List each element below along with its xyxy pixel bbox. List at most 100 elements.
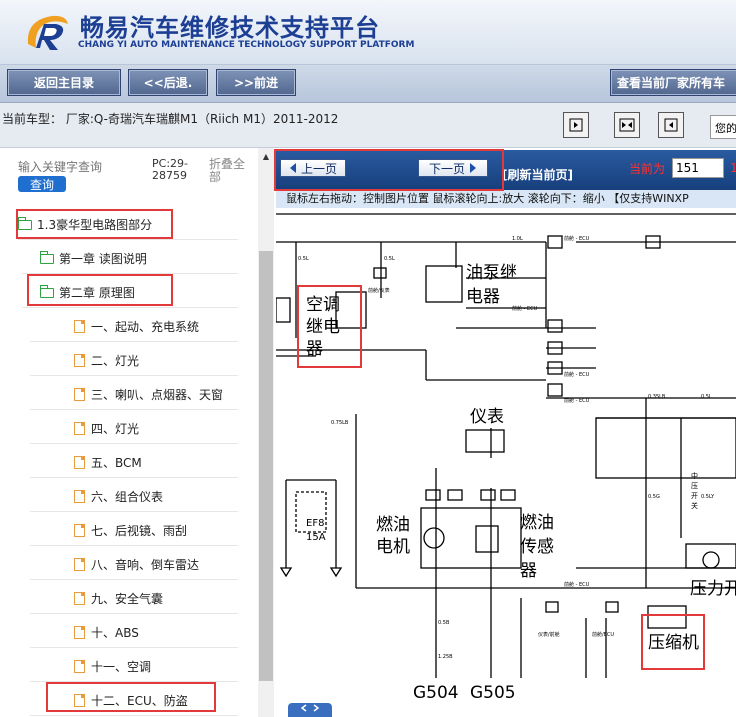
tree-item-doc[interactable]: 一、起动、充电系统 — [30, 312, 238, 342]
document-icon — [74, 388, 85, 401]
document-icon — [74, 558, 85, 571]
info-bar: 当前车型： 厂家:Q-奇瑞汽车瑞麒M1（Riich M1）2011-2012 您… — [0, 103, 736, 148]
chevron-right-icon — [470, 163, 476, 173]
tree-item-doc[interactable]: 十、ABS — [30, 618, 238, 648]
component-label: 传感 — [520, 537, 554, 557]
document-icon — [74, 694, 85, 707]
tree-item-label: 八、音响、倒车雷达 — [91, 558, 200, 572]
next-page-button[interactable]: 下一页 — [418, 159, 488, 177]
tree-item-doc[interactable]: 七、后视镜、雨刮 — [30, 516, 238, 546]
component-label: 电机 — [376, 537, 410, 557]
wiring-diagram-viewer[interactable]: 0.5L 1.0L 0.5L 0.35LB 0.5L 0.5G 0.5LY 0.… — [276, 208, 736, 717]
document-icon — [74, 320, 85, 333]
arrow-left-icon — [664, 118, 678, 132]
current-page-label: 当前为 — [629, 162, 666, 176]
brand-logo-icon — [27, 15, 68, 50]
connector-label: 前舱 - ECU — [564, 371, 590, 378]
component-label: 空调 — [306, 295, 340, 315]
component-label: 电器 — [466, 287, 500, 307]
component-label: 燃油 — [520, 513, 554, 533]
pressure-switch-label: 关 — [691, 501, 698, 510]
tree-item-label: 十二、ECU、防盗 — [91, 694, 188, 708]
document-icon — [74, 660, 85, 673]
tree-item-doc[interactable]: 八、音响、倒车雷达 — [30, 550, 238, 580]
connector-label: 仪表/前舱 — [538, 631, 560, 638]
fuse-label: 15A — [306, 532, 326, 543]
connector-label: 前舱 - ECU — [564, 581, 590, 588]
component-label: 压缩机 — [648, 633, 699, 653]
forward-button[interactable]: >>前进 — [216, 69, 296, 96]
tree-item-label: 三、喇叭、点烟器、天窗 — [91, 388, 224, 402]
viewer-header: 上一页 下一页 — [276, 150, 736, 190]
page-total-text: 1 — [730, 161, 736, 175]
fuse-label: EF8 — [306, 518, 324, 529]
component-label: 油泵继 — [466, 263, 517, 283]
nav-fit-button[interactable] — [614, 112, 640, 138]
pressure-switch-label: 压 — [691, 482, 698, 490]
wire-label: 0.35LB — [648, 394, 666, 400]
wire-label: 0.5L — [701, 394, 712, 400]
home-button[interactable]: 返回主目录 — [7, 69, 121, 96]
tree-item-label: 二、灯光 — [91, 354, 140, 368]
document-icon — [74, 422, 85, 435]
page-number-input[interactable] — [672, 158, 724, 178]
connector-label: 前舱/ECU — [592, 631, 614, 638]
tree-item-doc[interactable]: 四、灯光 — [30, 414, 238, 444]
folder-icon — [40, 250, 54, 264]
document-icon — [74, 524, 85, 537]
tree-item-doc[interactable]: 二、灯光 — [30, 346, 238, 376]
wire-label: 0.5L — [298, 256, 309, 262]
component-label: 燃油 — [376, 515, 410, 535]
document-icon — [74, 626, 85, 639]
view-all-models-button[interactable]: 查看当前厂家所有车 — [610, 69, 736, 96]
search-button[interactable]: 查询 — [18, 176, 66, 192]
tree-item-doc[interactable]: 十二、ECU、防盗 — [30, 686, 238, 716]
usage-hint: 鼠标左右拖动：控制图片位置 鼠标滚轮向上:放大 滚轮向下：缩小 【仅支持WINX… — [276, 190, 736, 208]
prev-page-button[interactable]: 上一页 — [280, 159, 346, 177]
back-button[interactable]: <<后退. — [128, 69, 208, 96]
tree-item-doc[interactable]: 五、BCM — [30, 448, 238, 478]
component-label: 器 — [306, 339, 323, 359]
left-panel: 查询 PC:29-28759 折叠全部 1.3豪华型电路图部分 第一章 读图说明… — [0, 148, 258, 717]
tree-item-label: 九、安全气囊 — [91, 592, 164, 606]
app-header — [0, 0, 736, 65]
expand-icon — [300, 704, 320, 712]
tree-item-label: 四、灯光 — [91, 422, 140, 436]
tree-item-doc[interactable]: 九、安全气囊 — [30, 584, 238, 614]
current-model-text: 当前车型： 厂家:Q-奇瑞汽车瑞麒M1（Riich M1）2011-2012 — [2, 112, 339, 126]
tree-item-doc[interactable]: 六、组合仪表 — [30, 482, 238, 512]
tree-item-label: 七、后视镜、雨刮 — [91, 524, 188, 538]
scrollbar-thumb[interactable] — [259, 251, 273, 681]
refresh-page-link[interactable]: [刷新当前页] — [502, 168, 573, 182]
ground-label: G504 — [413, 683, 459, 703]
fit-width-icon — [619, 118, 635, 132]
search-input[interactable] — [18, 160, 136, 174]
zoom-toggle-button[interactable] — [288, 703, 332, 717]
wiring-diagram: 0.5L 1.0L 0.5L 0.35LB 0.5L 0.5G 0.5LY 0.… — [276, 213, 736, 703]
nav-last-button[interactable] — [658, 112, 684, 138]
tree-item-label: 1.3豪华型电路图部分 — [37, 218, 153, 232]
pc-count-text: PC:29-28759 — [152, 157, 188, 182]
collapse-all-link[interactable]: 折叠全部 — [209, 157, 246, 184]
wire-label: 0.5L — [384, 256, 395, 262]
wire-label: 0.5LY — [701, 494, 715, 500]
nav-first-button[interactable] — [563, 112, 589, 138]
scroll-up-icon[interactable]: ▲ — [262, 151, 270, 161]
prev-page-label: 上一页 — [300, 161, 337, 176]
tree-item-doc[interactable]: 三、喇叭、点烟器、天窗 — [30, 380, 238, 410]
next-page-label: 下一页 — [428, 161, 465, 176]
document-icon — [74, 592, 85, 605]
tree-item-doc[interactable]: 十一、空调 — [30, 652, 238, 682]
tree-item-label: 五、BCM — [91, 456, 142, 470]
tree-item-chapter-2[interactable]: 第二章 原理图 — [22, 278, 238, 308]
component-label: 仪表 — [470, 407, 504, 427]
document-icon — [74, 456, 85, 469]
ground-label: G505 — [470, 683, 516, 703]
wire-label: 0.5G — [648, 494, 660, 500]
tree-item-section[interactable]: 1.3豪华型电路图部分 — [18, 210, 238, 240]
document-icon — [74, 354, 85, 367]
connector-label: 前舱 - ECU — [564, 235, 590, 242]
brand-title: 畅易汽车维修技术支持平台 — [80, 14, 380, 42]
wire-label: 0.5B — [438, 620, 450, 626]
tree-item-chapter-1[interactable]: 第一章 读图说明 — [22, 244, 238, 274]
